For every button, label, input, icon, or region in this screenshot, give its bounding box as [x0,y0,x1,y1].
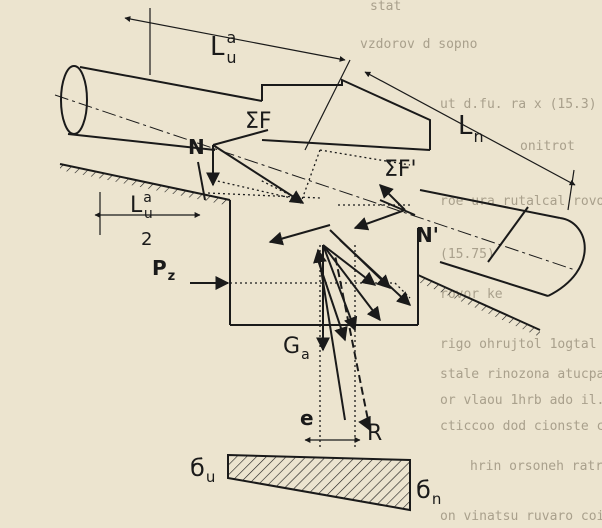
arrow-fan-2 [322,244,381,322]
bg-line: roe ura rutalcal rovoaoct [440,194,602,209]
label-ln: Ln [458,111,484,146]
dim-ext-right [567,169,575,211]
saddle-top [261,78,431,150]
bg-line: or vlaou 1hrb ado il. ona aneurou aporo. [440,393,602,408]
arrow-diag [329,229,392,289]
pipe-left-body [68,67,262,144]
label-sum-f: ΣF [245,109,272,134]
arrow-r-dashed [334,254,371,431]
bg-line: vzdorov d sopno [360,37,477,52]
pipe-right-end [547,217,586,297]
block-top-line [261,139,431,151]
arrow-fan-1 [322,244,358,332]
dotted-n [212,179,301,201]
bg-line: stat [370,0,401,14]
label-sigma-u: бu [190,454,215,486]
ground-right-hatch [418,275,540,337]
pipe [60,65,586,297]
dim-ln [364,71,576,186]
label-r: R [367,421,382,446]
bg-line: hrin orsoneh ratraha oorurahe is ny [470,459,602,474]
arrow-sum-f-top [212,129,269,146]
dim-ext-mid [304,59,351,151]
bg-line: rigo ohrujtol 1ogtal ue u. 15.63). [440,337,602,352]
ground-left-hatch [60,164,230,206]
arrow-n-prime [353,209,406,231]
bg-line: (15.75) [440,247,495,262]
arrow-fan-3 [322,244,377,286]
pipe-left-end [60,65,88,135]
label-n-prime: N' [416,223,439,247]
bg-line: onitrot [520,139,575,154]
pipe-left-bottom-edge [67,133,216,151]
label-n: N [188,135,205,159]
label-pz: Pz [152,256,175,284]
bg-line: ut d.fu. ra x (15.3) [440,97,597,112]
pipe-joint [487,206,529,263]
arrow-r [358,415,371,432]
label-half-lu-den: 2 [141,229,152,250]
dim-lu-a [124,16,346,62]
pipe-right-top-edge [419,189,561,219]
construction-lines [207,149,411,450]
dotted-1 [207,192,321,199]
dimension-lines [94,8,576,443]
label-sigma-n: бn [416,476,441,508]
arrow-sum-f [212,144,305,204]
label-sum-f-prime: ΣF' [384,157,417,182]
stress-trapezoid [227,453,411,512]
arrow-top-right [379,199,416,216]
arrow-left-1 [268,224,331,246]
pipe-left-top-edge [79,66,263,102]
label-ga: Ga [283,334,310,363]
dotted-3 [319,149,411,166]
ground [59,163,541,337]
stress-diagram [227,453,411,512]
dotted-5 [394,282,411,299]
force-arrows [190,129,416,432]
bg-line: stale rinozona atucpa ooolopcoro re neur… [440,367,602,382]
arrow-sum-f-prime [379,184,406,211]
centre-line [54,94,576,271]
bg-line: on vinatsu ruvaro coirua ovianacoolol r [440,509,602,524]
pipe-right-bottom-edge [439,261,549,297]
arrow-up-1 [313,248,346,421]
bg-line: cticcoo dod cionste cr hnb dllac dla- [440,419,602,434]
label-e: e [300,406,314,430]
